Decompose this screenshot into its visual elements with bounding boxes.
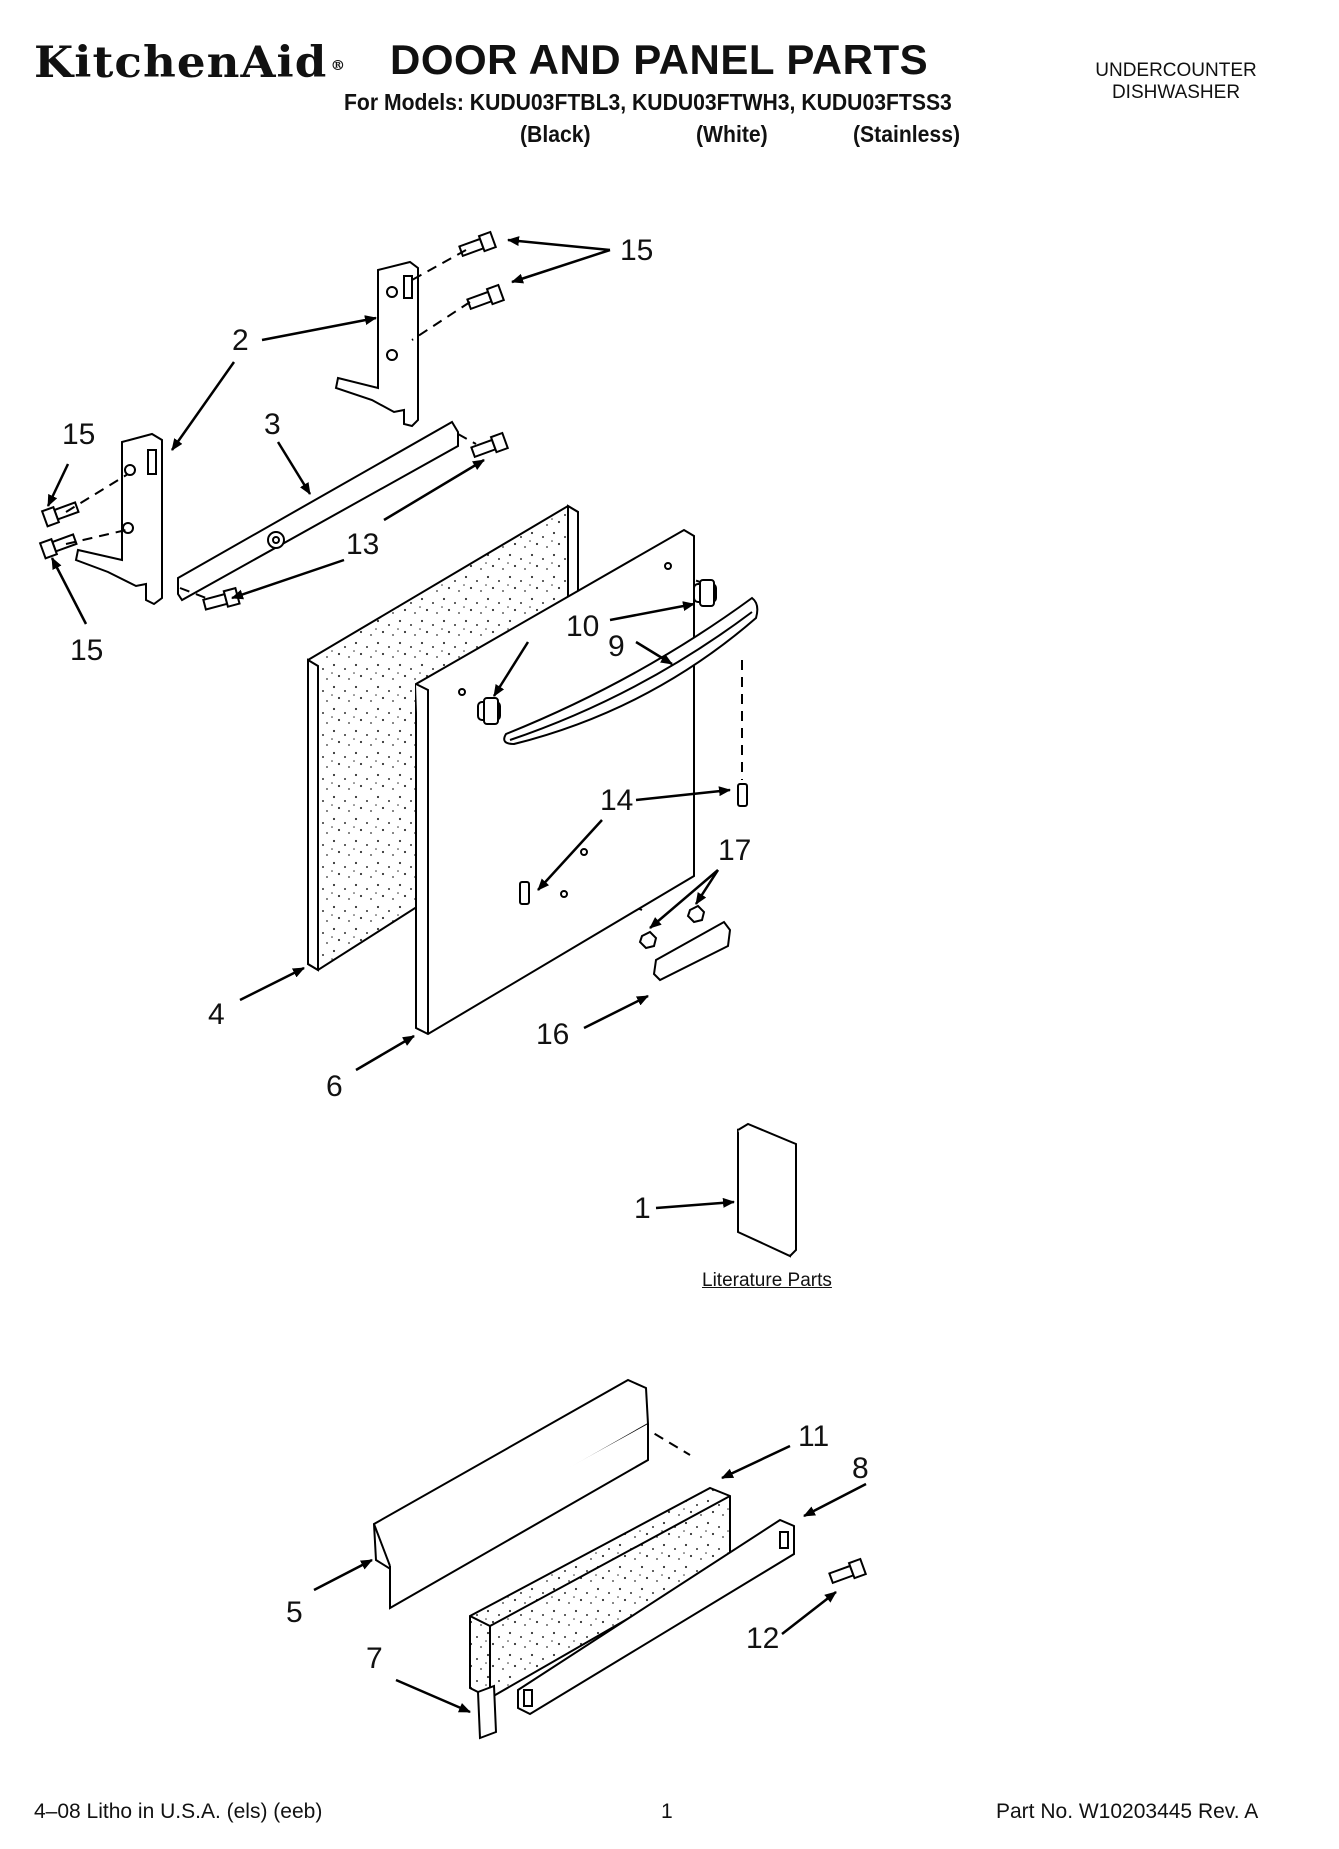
callout-13: 13 [346, 528, 380, 561]
studs [519, 783, 748, 905]
screw-15-top-a [458, 230, 498, 258]
door-rail [177, 420, 459, 602]
models-line: For Models: KUDU03FTBL3, KUDU03FTWH3, KU… [344, 89, 952, 115]
variant-black: (Black) [520, 121, 591, 147]
literature-parts-book [737, 1122, 797, 1258]
screw-15-top-b [466, 283, 506, 311]
callout-17: 17 [718, 834, 752, 867]
screw-15-left-b [38, 533, 78, 560]
callout-15-left-lower: 15 [70, 634, 104, 667]
literature-parts-label: Literature Parts [702, 1270, 832, 1291]
callout-15-top: 15 [620, 234, 654, 267]
callout-2: 2 [232, 324, 249, 357]
callout-14: 14 [600, 784, 634, 817]
kick-plate [372, 1378, 650, 1610]
callout-3: 3 [264, 408, 281, 441]
footer-page-number: 1 [661, 1800, 673, 1823]
callout-16: 16 [536, 1018, 570, 1051]
clip [476, 1684, 498, 1740]
screw-15-left-a [40, 501, 80, 528]
brand-name: KitchenAid [34, 38, 328, 88]
footer-litho: 4–08 Litho in U.S.A. (els) (eeb) [34, 1800, 323, 1823]
category-line2: DISHWASHER [1111, 82, 1241, 103]
callout-7: 7 [366, 1642, 383, 1675]
callout-15-left-upper: 15 [62, 418, 96, 451]
door-handle [503, 596, 759, 746]
callout-8: 8 [852, 1452, 869, 1485]
screws [38, 230, 510, 611]
callout-9: 9 [608, 630, 625, 663]
callout-5: 5 [286, 1596, 303, 1629]
screw-13-right [470, 431, 510, 459]
callout-6: 6 [326, 1070, 343, 1103]
callout-11: 11 [798, 1420, 830, 1453]
door-bracket-lower [74, 432, 163, 606]
brand-logo: KitchenAid® [34, 38, 349, 88]
callout-10: 10 [566, 610, 600, 643]
leader-arrows [46, 236, 867, 1714]
variant-stainless: (Stainless) [853, 121, 961, 147]
registered-mark: ® [330, 58, 347, 74]
page-title: DOOR AND PANEL PARTS [390, 36, 929, 83]
handle-spacers [477, 579, 717, 725]
screw-13-left [202, 586, 241, 611]
variant-white: (White) [696, 121, 768, 147]
footer-part-number: Part No. W10203445 Rev. A [996, 1800, 1259, 1823]
kick-trim-strip [517, 1518, 868, 1716]
callout-1: 1 [634, 1192, 651, 1225]
door-bracket-upper [334, 260, 419, 428]
category-line1: UNDERCOUNTER [1095, 60, 1257, 81]
callout-12: 12 [746, 1622, 780, 1655]
nuts-and-trim [638, 904, 732, 982]
callout-4: 4 [208, 998, 225, 1031]
outer-door-panel [415, 528, 695, 1036]
